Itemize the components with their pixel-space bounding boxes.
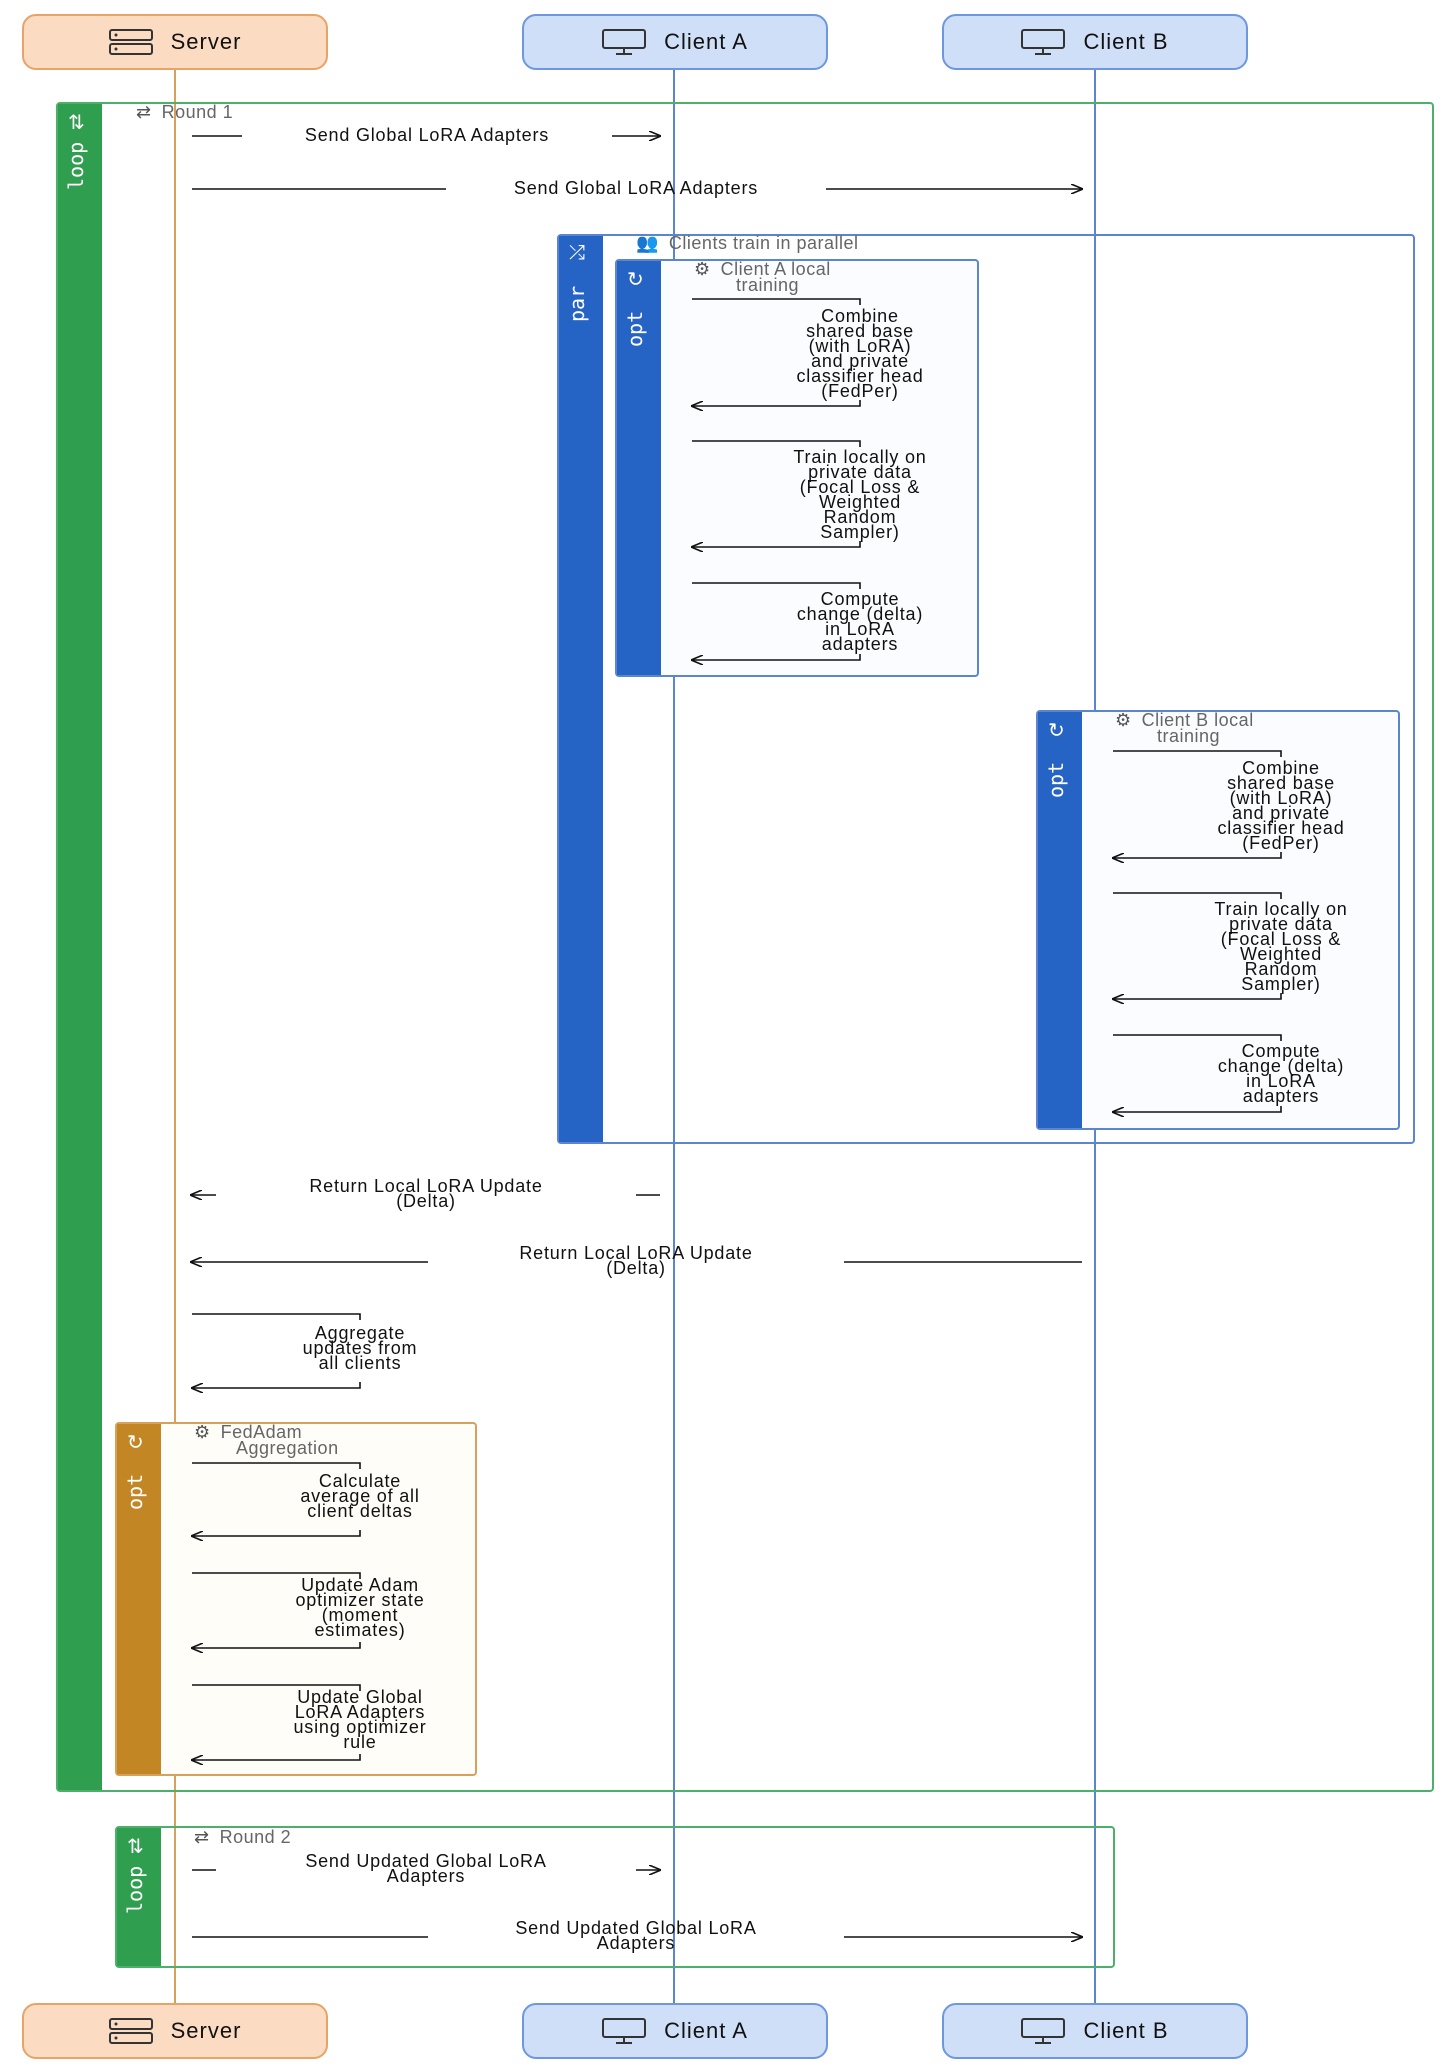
par-title: 👥Clients train in parallel (636, 233, 859, 253)
opt-title-client-a: ⚙Client A local training (694, 259, 831, 295)
loop-icon: ⇅ (68, 112, 85, 134)
server-lifeline (174, 70, 176, 2008)
actor-client-a-bottom: Client A (522, 2003, 828, 2059)
monitor-icon (1021, 29, 1066, 55)
opt-icon: ↻ (627, 269, 644, 291)
loop-frame-round-2: ⇅ loop (115, 1826, 1115, 1968)
opt-strip: ↻ opt (1038, 712, 1082, 1128)
loop-title-round-1: ⇄Round 1 (136, 102, 234, 122)
opt-frame-fedadam: ↻ opt (115, 1422, 477, 1776)
client-a-lifeline (673, 70, 675, 2008)
actor-label: Client A (664, 2018, 748, 2043)
msg-send-global-a: Send Global LoRA Adapters (304, 125, 550, 145)
gear-icon: ⚙ (194, 1422, 211, 1442)
opt-strip: ↻ opt (117, 1424, 161, 1774)
cpu-icon: ⚙ (1115, 710, 1132, 730)
repeat-icon: ⇄ (194, 1827, 210, 1847)
par-icon: ⤮ (569, 242, 585, 264)
actor-label: Client B (1083, 2018, 1169, 2043)
actor-server-top: Server (22, 14, 328, 70)
par-frame: ⤮ par (557, 234, 1415, 1144)
cpu-icon: ⚙ (694, 259, 711, 279)
actor-server-bottom: Server (22, 2003, 328, 2059)
monitor-icon (1021, 2018, 1066, 2044)
actor-label: Client B (1083, 29, 1169, 54)
actor-client-b-bottom: Client B (942, 2003, 1248, 2059)
repeat-icon: ⇄ (136, 102, 152, 122)
users-icon: 👥 (636, 233, 659, 253)
loop-strip: ⇅ loop (117, 1828, 161, 1966)
monitor-icon (602, 29, 647, 55)
msg-send-global-b: Send Global LoRA Adapters (513, 178, 759, 198)
opt-title-client-b: ⚙Client B local training (1115, 710, 1254, 746)
actor-client-b-top: Client B (942, 14, 1248, 70)
monitor-icon (602, 2018, 647, 2044)
actor-label: Server (170, 29, 242, 54)
actor-client-a-top: Client A (522, 14, 828, 70)
server-icon (108, 2018, 153, 2044)
opt-strip: ↻ opt (617, 261, 661, 675)
loop-icon: ⇅ (127, 1836, 144, 1858)
opt-title-fedadam: ⚙FedAdam Aggregation (194, 1422, 339, 1458)
actor-label: Client A (664, 29, 748, 54)
opt-frame-client-b: ↻ opt (1036, 710, 1400, 1130)
loop-strip: ⇅ loop (58, 104, 102, 1790)
opt-icon: ↻ (1048, 720, 1065, 742)
opt-icon: ↻ (127, 1432, 144, 1454)
opt-frame-client-a: ↻ opt (615, 259, 979, 677)
par-strip: ⤮ par (559, 236, 603, 1142)
loop-title-round-2: ⇄Round 2 (194, 1827, 292, 1847)
msg-return-b: Return Local LoRA Update(Delta) (519, 1243, 753, 1278)
msg-return-a: Return Local LoRA Update(Delta) (309, 1176, 543, 1211)
server-icon (108, 29, 153, 55)
actor-label: Server (170, 2018, 242, 2043)
loop-frame-round-1: ⇅ loop (56, 102, 1434, 1792)
